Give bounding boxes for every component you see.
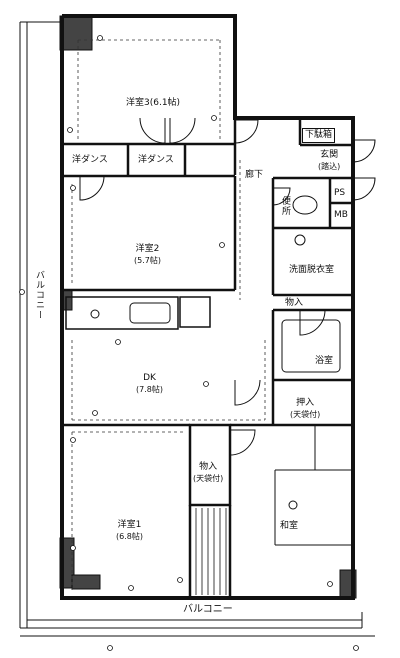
western3-name: 洋室3 <box>126 98 150 108</box>
washroom-label: 洗面脱衣室 <box>289 265 335 275</box>
shoe-cabinet-label: 下駄箱 <box>302 128 336 143</box>
dk-size: (7.8帖) <box>136 385 163 394</box>
dk-name: DK <box>143 373 156 383</box>
tatami-lines <box>274 425 353 546</box>
corridor-label: 廊下 <box>245 170 264 180</box>
storage-right-name: 押入 <box>296 398 315 408</box>
storage-right-note: (天袋付) <box>290 410 321 419</box>
dk-label: DK (7.8帖) <box>136 373 163 395</box>
western2-name: 洋室2 <box>135 244 160 254</box>
balcony-west-label: バルコニー <box>34 270 44 320</box>
storage-center-note: (天袋付) <box>193 474 224 483</box>
entrance-note: (踏込) <box>318 162 341 171</box>
storage-center-name: 物入 <box>199 462 218 472</box>
entrance-label: 玄関 (踏込) <box>318 150 340 172</box>
wardrobe-left-label: 洋ダンス <box>72 155 108 165</box>
western2-label: 洋室2 (5.7帖) <box>134 244 161 266</box>
balcony-south-label: バルコニー <box>183 604 233 615</box>
japanese-label: 和室 <box>280 521 299 531</box>
western3-size: (6.1帖) <box>149 98 181 108</box>
fixtures <box>90 195 341 510</box>
outlet-markers <box>19 35 359 651</box>
western3-label: 洋室3(6.1帖) <box>126 98 180 109</box>
balcony-south-outline <box>20 612 375 637</box>
entrance-name: 玄関 <box>320 150 339 160</box>
door-swings <box>79 117 376 456</box>
dashed-lines <box>71 39 266 590</box>
western1-name: 洋室1 <box>117 520 142 530</box>
mb-label: MB <box>334 210 348 220</box>
storage-center-label: 物入 (天袋付) <box>193 462 223 484</box>
closet-hatch <box>195 508 227 595</box>
bath-label: 浴室 <box>315 356 334 366</box>
western1-size: (6.8帖) <box>116 532 143 541</box>
interior-walls <box>62 118 353 598</box>
balcony-west-outline <box>19 21 62 628</box>
wardrobe-right-label: 洋ダンス <box>138 155 174 165</box>
storage-small-label: 物入 <box>285 298 304 308</box>
toilet-label: 便所 <box>280 196 290 216</box>
western2-size: (5.7帖) <box>134 256 161 265</box>
exterior-walls <box>60 14 355 600</box>
storage-right-label: 押入 (天袋付) <box>290 398 320 420</box>
western1-label: 洋室1 (6.8帖) <box>116 520 143 542</box>
ps-label: PS <box>334 188 346 198</box>
